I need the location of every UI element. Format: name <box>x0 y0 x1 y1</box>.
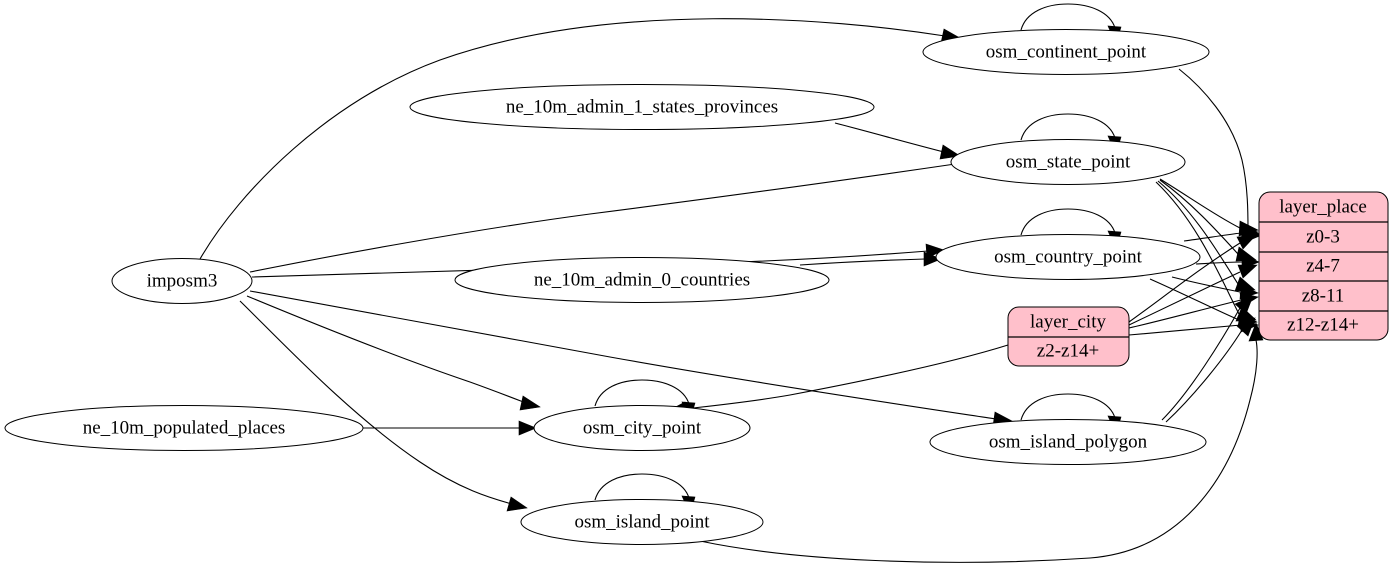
node-osm-island-point[interactable]: osm_island_point <box>520 499 764 545</box>
edge-osm-island-polygon-to-layer-place-z12-z14 <box>1165 317 1256 423</box>
node-ne-10m-populated-places[interactable]: ne_10m_populated_places <box>4 405 364 451</box>
table-layer-place[interactable]: layer_place z0-3 z4-7 z8-11 z12-z14+ <box>1258 191 1389 341</box>
node-osm-state-point[interactable]: osm_state_point <box>950 139 1186 185</box>
node-osm-city-point[interactable]: osm_city_point <box>533 405 751 451</box>
edge-ne-populated-to-osm-city-point <box>363 420 537 436</box>
edge-layer-city-to-layer-place-z4-7 <box>1128 264 1258 326</box>
table-layer-city[interactable]: layer_city z2-z14+ <box>1007 306 1130 367</box>
edge-imposm3-to-osm-continent-point <box>199 18 961 260</box>
edge-imposm3-to-osm-state-point <box>249 155 978 273</box>
edge-ne-countries-to-osm-country-point <box>799 251 942 267</box>
edge-osm-island-polygon-to-layer-place-z8-11 <box>1161 295 1254 421</box>
node-osm-country-point[interactable]: osm_country_point <box>935 234 1201 280</box>
node-imposm3[interactable]: imposm3 <box>111 258 253 304</box>
edge-layer-city-to-osm-city-point <box>667 344 1009 417</box>
edge-imposm3-to-osm-island-point <box>239 300 528 512</box>
edge-layer-city-to-layer-place-z0-3 <box>1128 234 1257 323</box>
edge-ne-states-to-osm-state-point <box>834 122 961 160</box>
node-layer: imposm3 ne_10m_admin_1_states_provinces … <box>4 29 1210 545</box>
node-osm-continent-point[interactable]: osm_continent_point <box>922 29 1210 75</box>
node-osm-island-polygon[interactable]: osm_island_polygon <box>929 419 1207 465</box>
node-ne-10m-admin-1-states-provinces[interactable]: ne_10m_admin_1_states_provinces <box>409 84 875 130</box>
node-ne-10m-admin-0-countries[interactable]: ne_10m_admin_0_countries <box>454 257 830 303</box>
edge-imposm3-to-osm-city-point <box>246 295 541 411</box>
edge-osm-state-point-to-layer-place-z8-11 <box>1157 180 1256 292</box>
